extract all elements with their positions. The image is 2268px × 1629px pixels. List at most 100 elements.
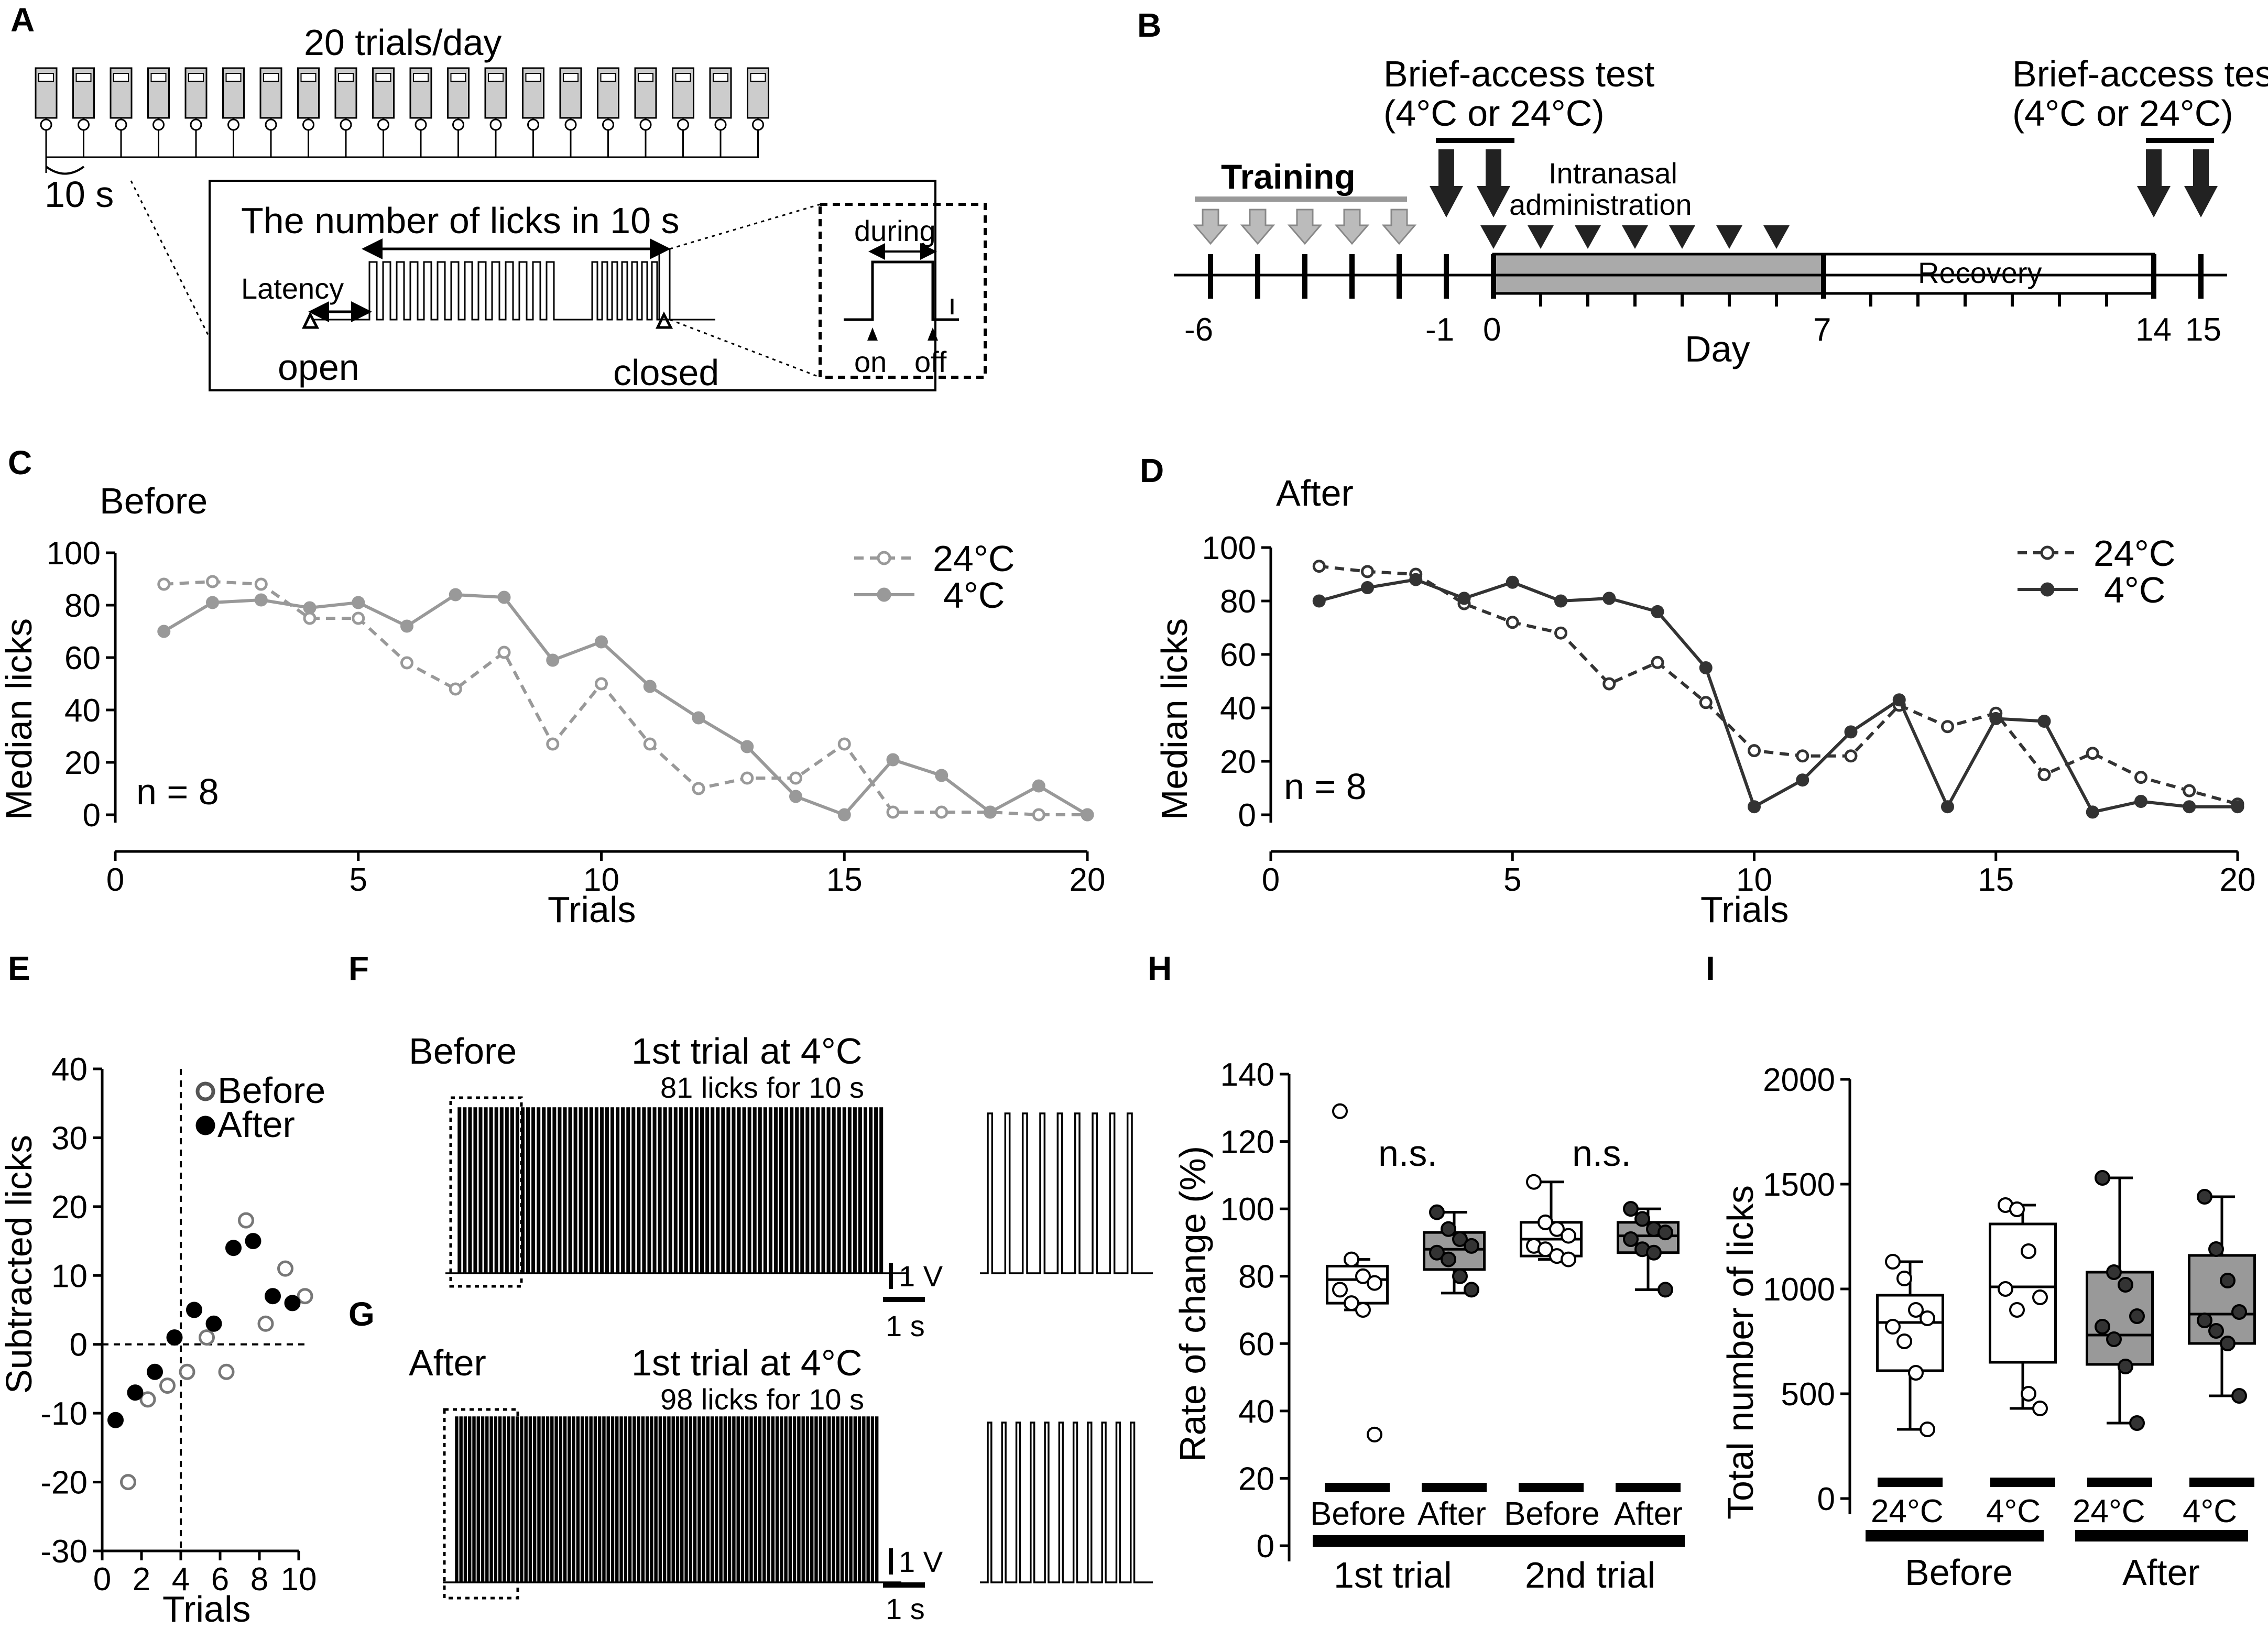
box-point bbox=[2032, 1401, 2048, 1416]
box-point bbox=[2197, 1189, 2212, 1205]
data-point bbox=[1554, 626, 1567, 640]
data-point bbox=[2086, 747, 2099, 760]
box-point bbox=[1464, 1282, 1479, 1298]
y-tick-label: 20 bbox=[1220, 744, 1256, 780]
box-point bbox=[2009, 1302, 2025, 1318]
box-point bbox=[2220, 1273, 2236, 1288]
trace-g-scale-v: 1 V bbox=[899, 1545, 943, 1578]
box-point bbox=[2118, 1359, 2133, 1374]
trace-f-scale-v: 1 V bbox=[899, 1260, 943, 1293]
day-tick-15: 15 bbox=[2185, 312, 2221, 348]
box-point bbox=[1452, 1268, 1468, 1284]
data-point bbox=[886, 753, 900, 767]
y-tick-label: 10 bbox=[51, 1258, 88, 1294]
chart-c-title: Before bbox=[100, 480, 208, 521]
box-point bbox=[1332, 1103, 1348, 1119]
chart-h-ns-2: n.s. bbox=[1572, 1133, 1631, 1174]
test1-label: Brief-access test bbox=[1383, 53, 1654, 94]
y-tick-label: 40 bbox=[1238, 1394, 1274, 1430]
point-before bbox=[199, 1329, 215, 1346]
box-point bbox=[1623, 1201, 1639, 1217]
data-point bbox=[1602, 677, 1616, 691]
box-point bbox=[1538, 1214, 1553, 1230]
box-point bbox=[1367, 1275, 1382, 1291]
bottle-cap-18 bbox=[675, 73, 691, 82]
point-before bbox=[120, 1474, 136, 1491]
box-point bbox=[1998, 1281, 2013, 1297]
test1-condition: (4°C or 24°C) bbox=[1383, 93, 1605, 134]
chart-c-ylabel: Median licks bbox=[0, 618, 39, 820]
bottle-cap-6 bbox=[225, 73, 242, 82]
during-label: during bbox=[854, 214, 936, 247]
trace-f-count: 81 licks for 10 s bbox=[660, 1071, 864, 1104]
panel-letter-i: I bbox=[1706, 949, 1715, 987]
bottle-cap-8 bbox=[300, 73, 317, 82]
data-point bbox=[1361, 581, 1374, 594]
chart-h-ylabel: Rate of change (%) bbox=[1172, 1146, 1213, 1462]
category-bar bbox=[1990, 1478, 2055, 1487]
point-after bbox=[225, 1240, 242, 1256]
bottle-spout-5 bbox=[190, 118, 202, 131]
trace-g-zoom bbox=[980, 1422, 1153, 1583]
trace-f-title: 1st trial at 4°C bbox=[631, 1031, 862, 1072]
panel-f-trace: Before 1st trial at 4°C 81 licks for 10 … bbox=[409, 1031, 1153, 1342]
bottle-cap-10 bbox=[375, 73, 391, 82]
category-bar bbox=[1616, 1483, 1681, 1492]
point-after bbox=[127, 1384, 144, 1401]
panel-a-schematic: 20 trials/day 10 s The number of licks i… bbox=[35, 22, 987, 393]
x-tick-label: 5 bbox=[1503, 862, 1521, 898]
y-tick-label: 0 bbox=[70, 1327, 88, 1363]
chart-i-ylabel: Total number of licks bbox=[1720, 1185, 1761, 1519]
test-arrow bbox=[2184, 149, 2218, 217]
box-point bbox=[1549, 1221, 1565, 1237]
category-bar bbox=[2189, 1478, 2254, 1487]
bottle-spout-8 bbox=[302, 118, 314, 131]
data-point bbox=[1748, 744, 1761, 758]
data-point bbox=[1032, 779, 1045, 793]
data-point bbox=[303, 611, 317, 625]
legend-marker-4c bbox=[2040, 582, 2055, 597]
category-bar bbox=[1422, 1483, 1487, 1492]
bottle-spout-3 bbox=[115, 118, 127, 131]
y-tick-label: 80 bbox=[64, 588, 101, 624]
chart-c-annotation: n = 8 bbox=[136, 771, 219, 812]
point-after bbox=[245, 1233, 261, 1250]
panel-d-chart: After Median licks Trials n = 8 02040608… bbox=[1154, 473, 2255, 930]
chart-d-title: After bbox=[1276, 473, 1354, 513]
trace-f-condition: Before bbox=[409, 1031, 517, 1072]
off-label: off bbox=[914, 345, 947, 378]
training-arrow bbox=[1287, 209, 1323, 245]
data-point bbox=[1506, 616, 1519, 629]
training-arrow bbox=[1240, 209, 1275, 245]
panel-letter-e: E bbox=[8, 949, 30, 987]
y-tick-label: 100 bbox=[1202, 530, 1256, 566]
interval-brace bbox=[45, 166, 85, 175]
chart-c-legend-24: 24°C bbox=[933, 538, 1015, 579]
data-point bbox=[1892, 693, 1906, 707]
point-after bbox=[265, 1288, 281, 1305]
chart-i-marks bbox=[1876, 1170, 2256, 1487]
trace-g-signal bbox=[443, 1416, 901, 1583]
data-point bbox=[789, 790, 802, 803]
x-tick-label: 8 bbox=[250, 1561, 268, 1598]
data-point bbox=[692, 711, 705, 725]
data-point bbox=[1989, 712, 2003, 725]
box-point bbox=[2129, 1308, 2145, 1324]
chart-c-marks bbox=[157, 551, 1094, 822]
y-tick-label: 120 bbox=[1220, 1124, 1274, 1161]
bottle-cap-20 bbox=[750, 73, 766, 82]
administration-marker bbox=[1575, 225, 1601, 249]
chart-e-legend-after: After bbox=[217, 1104, 295, 1145]
data-point bbox=[449, 588, 462, 602]
trials-per-day-label: 20 trials/day bbox=[304, 22, 501, 63]
bottle-cap-11 bbox=[413, 73, 429, 82]
series-line-24c bbox=[1318, 564, 2238, 806]
panel-g-trace: After 1st trial at 4°C 98 licks for 10 s… bbox=[409, 1342, 1153, 1625]
category-bar bbox=[1878, 1478, 1943, 1487]
y-tick-label: 60 bbox=[1220, 637, 1256, 673]
timeline-ticks bbox=[1193, 149, 2218, 307]
